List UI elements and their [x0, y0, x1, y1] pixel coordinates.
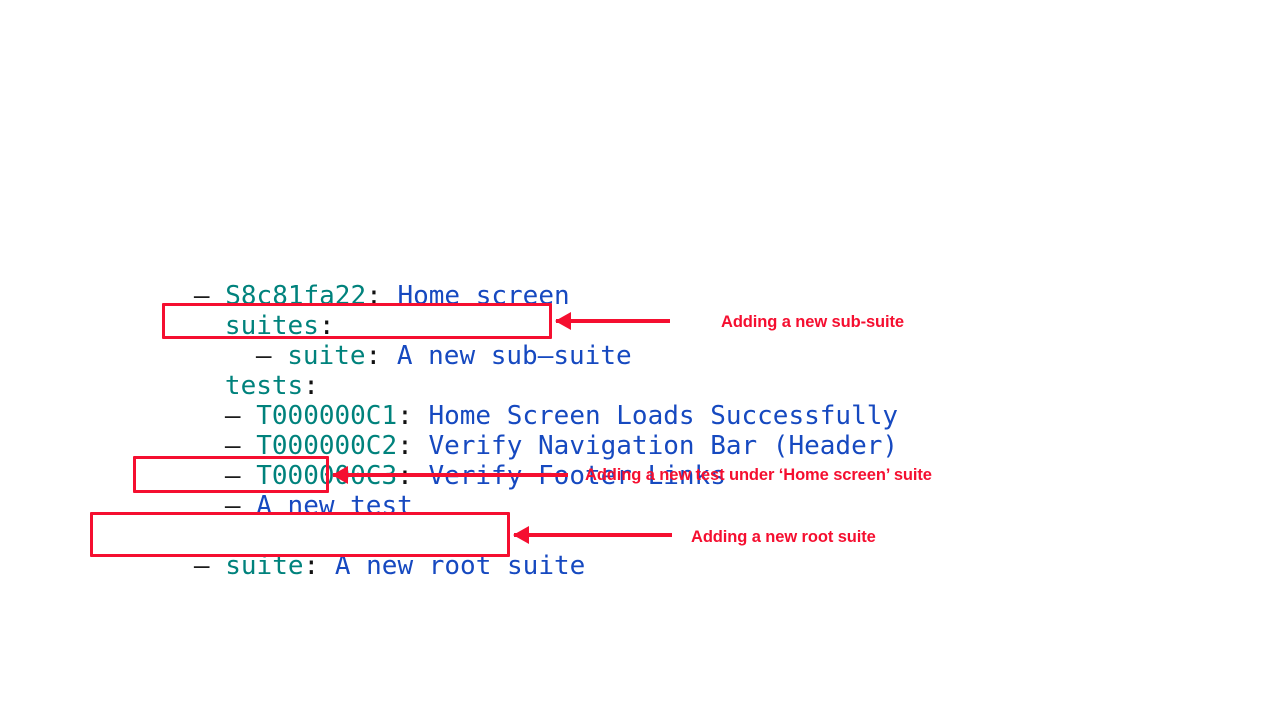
test-name: Verify Navigation Bar (Header)	[428, 431, 899, 461]
sub-suite-key: suite	[287, 341, 366, 371]
test-id: T000000C1	[256, 401, 398, 431]
tests-colon: :	[303, 371, 319, 401]
new-test-name: A new test	[256, 491, 413, 521]
test-colon: :	[397, 401, 413, 431]
bullet-dash: –	[224, 461, 241, 491]
annotation-label-new-test: Adding a new test under ‘Home screen’ su…	[585, 466, 932, 484]
sub-suite-name: A new sub–suite	[396, 341, 632, 371]
sub-suite-colon: :	[365, 341, 382, 371]
tree-line-sub-suite: – suite: A new sub–suite	[162, 311, 632, 401]
tree-line-tests-key: tests:	[131, 341, 319, 431]
highlight-box-new-test	[133, 456, 329, 493]
arrow-to-new-root-suite	[514, 533, 672, 537]
bullet-dash: –	[224, 401, 241, 431]
root-suite-id: S8c81fa22	[225, 281, 367, 311]
annotation-label-new-root-suite: Adding a new root suite	[691, 528, 876, 546]
tree-line-root-suite: – S8c81fa22: Home screen	[100, 251, 570, 341]
new-root-suite-colon: :	[303, 551, 320, 581]
bullet-dash: –	[193, 551, 210, 581]
arrow-to-new-test	[333, 473, 568, 477]
highlight-box-new-root-suite	[90, 512, 510, 557]
test-colon: :	[397, 431, 413, 461]
test-name: Home Screen Loads Successfully	[428, 401, 899, 431]
tree-line-test-1: – T000000C1: Home Screen Loads Successfu…	[131, 371, 898, 461]
root-suite-name: Home screen	[397, 281, 570, 311]
tree-line-test-2: – T000000C2: Verify Navigation Bar (Head…	[131, 401, 898, 491]
arrow-to-sub-suite	[556, 319, 670, 323]
tests-keyword: tests	[224, 371, 304, 401]
suites-colon: :	[318, 311, 335, 341]
highlight-box-sub-suite	[162, 303, 552, 339]
annotation-label-sub-suite: Adding a new sub-suite	[721, 313, 904, 331]
bullet-dash: –	[224, 431, 241, 461]
bullet-dash: –	[255, 341, 272, 371]
